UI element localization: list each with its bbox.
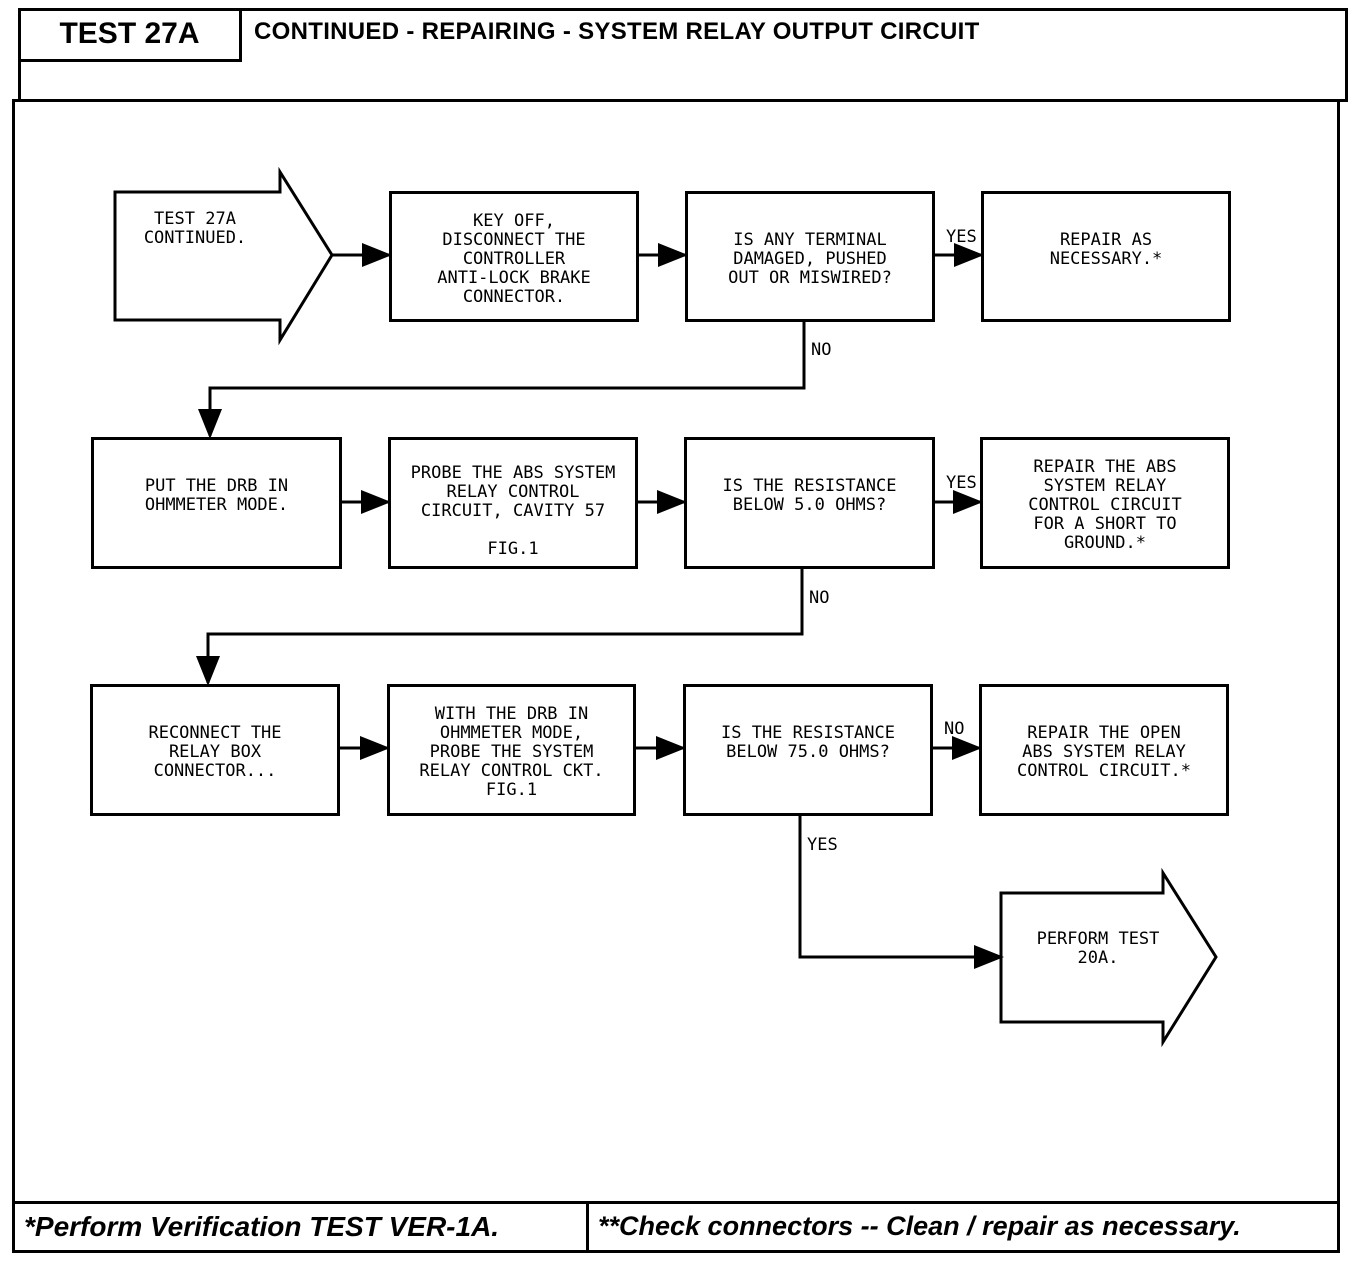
- no-label-1: NO: [811, 340, 832, 360]
- start-arrow-shape: [113, 166, 334, 346]
- action-repair-short-to-ground: REPAIR THE ABS SYSTEM RELAY CONTROL CIRC…: [980, 437, 1230, 569]
- end-arrow-shape: [999, 867, 1218, 1048]
- footer-connector-note: **Check connectors -- Clean / repair as …: [598, 1211, 1241, 1241]
- step-key-off-disconnect: KEY OFF, DISCONNECT THE CONTROLLER ANTI-…: [389, 191, 639, 322]
- yes-label-3: YES: [807, 835, 838, 855]
- connector-question1-no: [198, 322, 806, 439]
- step-drb-ohmmeter-mode: PUT THE DRB IN OHMMETER MODE.: [91, 437, 342, 569]
- step-probe-relay-control: PROBE THE ABS SYSTEM RELAY CONTROL CIRCU…: [388, 437, 638, 569]
- page-title: CONTINUED - REPAIRING - SYSTEM RELAY OUT…: [254, 18, 980, 45]
- question-resistance-5: IS THE RESISTANCE BELOW 5.0 OHMS?: [684, 437, 935, 569]
- footer-verification-note: *Perform Verification TEST VER-1A.: [24, 1211, 500, 1242]
- connector-question3-yes: [798, 815, 1004, 969]
- footer-divider: [586, 1201, 589, 1253]
- start-text: TEST 27A CONTINUED.: [143, 209, 247, 248]
- action-repair-open-circuit: REPAIR THE OPEN ABS SYSTEM RELAY CONTROL…: [979, 684, 1229, 816]
- yes-label-1: YES: [946, 227, 977, 247]
- connector-question2-no: [196, 569, 804, 686]
- yes-label-2: YES: [946, 473, 977, 493]
- probe-fig-ref: FIG.1: [487, 539, 539, 559]
- question-terminal-damaged: IS ANY TERMINAL DAMAGED, PUSHED OUT OR M…: [685, 191, 935, 322]
- end-text: PERFORM TEST 20A.: [1036, 929, 1160, 968]
- test-number: TEST 27A: [20, 8, 242, 62]
- question-resistance-75: IS THE RESISTANCE BELOW 75.0 OHMS?: [683, 684, 933, 816]
- step-probe-system-relay: WITH THE DRB IN OHMMETER MODE, PROBE THE…: [387, 684, 636, 816]
- no-label-3: NO: [944, 719, 965, 739]
- no-label-2: NO: [809, 588, 830, 608]
- action-repair-as-necessary: REPAIR AS NECESSARY.*: [981, 191, 1231, 322]
- step-reconnect-relay-box: RECONNECT THE RELAY BOX CONNECTOR...: [90, 684, 340, 816]
- probe-instructions: PROBE THE ABS SYSTEM RELAY CONTROL CIRCU…: [410, 463, 616, 521]
- footer-frame: [12, 1201, 1340, 1253]
